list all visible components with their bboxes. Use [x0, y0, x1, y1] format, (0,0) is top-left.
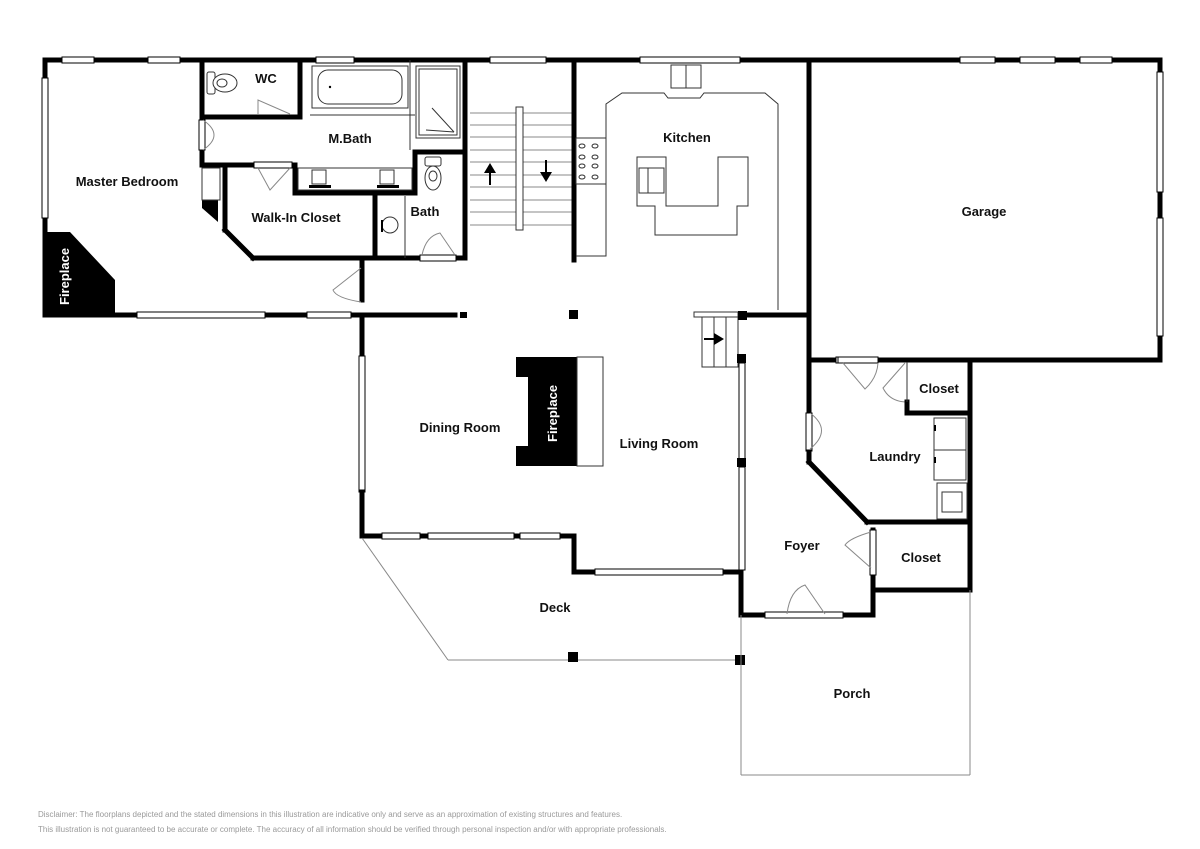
kitchen-fixtures [575, 57, 812, 318]
room-label-living-room: Living Room [620, 436, 699, 451]
disclaimer-line-2: This illustration is not guaranteed to b… [38, 825, 667, 834]
room-label-porch: Porch [834, 686, 871, 701]
room-label-master-bedroom: Master Bedroom [76, 174, 179, 189]
room-label-deck: Deck [539, 600, 571, 615]
room-label-wc: WC [255, 71, 277, 86]
exterior-walls [41, 56, 1163, 319]
master-fireplace: Fireplace [45, 232, 115, 315]
room-label-walk-in-closet: Walk-In Closet [251, 210, 341, 225]
small-staircase [693, 311, 739, 368]
room-label-m-bath: M.Bath [328, 131, 371, 146]
room-label-kitchen: Kitchen [663, 130, 711, 145]
deck-outline [361, 537, 745, 665]
room-label-dining-room: Dining Room [420, 420, 501, 435]
stairs-down-arrow-icon [540, 160, 552, 182]
room-label-garage: Garage [962, 204, 1007, 219]
living-dining-walls: Fireplace [358, 310, 812, 576]
living-fireplace: Fireplace [516, 356, 604, 467]
room-label-laundry: Laundry [869, 449, 921, 464]
room-label-closet-lower: Closet [901, 550, 941, 565]
stairs-up-arrow-icon [484, 163, 496, 185]
fireplace-label-living: Fireplace [545, 385, 560, 442]
master-suite-walls [198, 57, 468, 303]
room-labels: Master Bedroom WC M.Bath Walk-In Closet … [76, 71, 1007, 701]
room-label-bath: Bath [411, 204, 440, 219]
disclaimer-line-1: Disclaimer: The floorplans depicted and … [38, 810, 623, 819]
room-label-closet-upper: Closet [919, 381, 959, 396]
fireplace-label-master: Fireplace [57, 248, 72, 305]
porch-outline [740, 590, 971, 776]
foyer-laundry-walls [738, 356, 973, 619]
room-label-foyer: Foyer [784, 538, 819, 553]
stairs-right-arrow-icon [704, 333, 724, 345]
main-staircase [470, 57, 577, 263]
